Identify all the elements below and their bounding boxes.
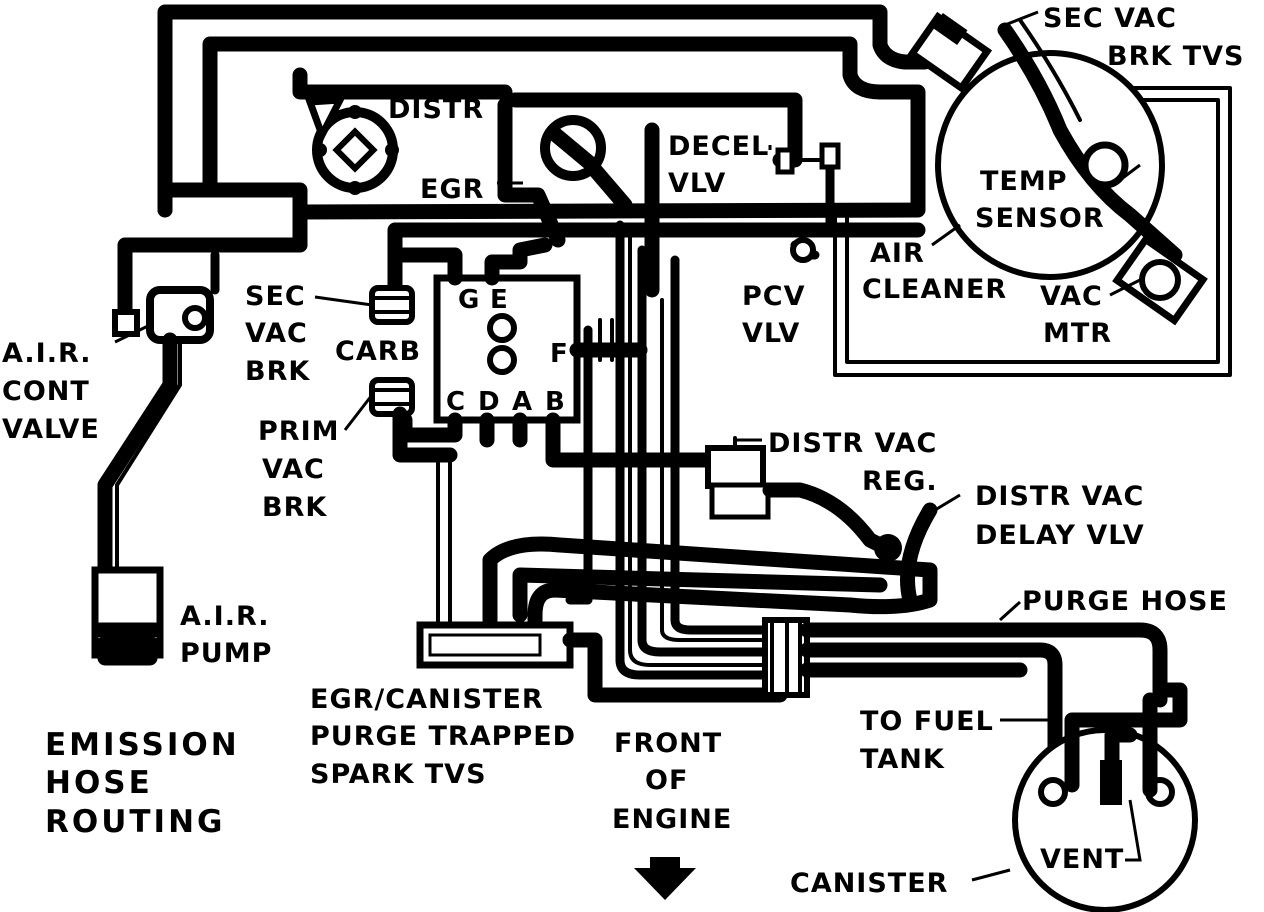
distr-label: DISTR (388, 94, 484, 125)
svg-text:MTR: MTR (1043, 318, 1112, 349)
carb-label: CARB (335, 336, 421, 367)
svg-text:A: A (512, 387, 533, 417)
air-pump-label: A.I.R. PUMP (180, 601, 272, 669)
sec-vac-brk-label: SEC VAC BRK (245, 281, 310, 387)
vac-mtr (1112, 234, 1208, 326)
leader-lines (114, 10, 1142, 882)
svg-text:C: C (446, 387, 466, 417)
svg-text:VAC: VAC (245, 318, 308, 349)
svg-text:PURGE TRAPPED: PURGE TRAPPED (310, 721, 576, 752)
svg-text:SENSOR: SENSOR (975, 203, 1105, 234)
prim-vac-brk-label: PRIM VAC BRK (258, 416, 340, 523)
egr-canister-purge-tvs (416, 458, 788, 703)
svg-text:BRK: BRK (262, 492, 327, 523)
svg-text:DISTR VAC: DISTR VAC (768, 428, 937, 459)
carb-port-labels: G E F C D A B (446, 285, 569, 417)
distr-vac-reg (705, 436, 888, 553)
canister (1012, 682, 1198, 912)
svg-text:AIR: AIR (870, 238, 925, 269)
distributor (305, 96, 399, 195)
svg-text:VAC: VAC (262, 454, 325, 485)
air-cont-valve (97, 237, 308, 578)
vent-label: VENT (1040, 844, 1124, 875)
svg-text:PUMP: PUMP (180, 638, 272, 669)
svg-text:VLV: VLV (668, 168, 726, 199)
svg-text:PCV: PCV (742, 281, 806, 312)
svg-text:CLEANER: CLEANER (862, 274, 1007, 305)
pcv-vlv-label: PCV VLV (742, 281, 806, 349)
svg-text:SEC: SEC (245, 281, 306, 312)
pcv-line (790, 237, 816, 263)
vac-mtr-label: VAC MTR (1040, 281, 1112, 349)
canister-line-block (762, 617, 1168, 788)
front-arrow-icon (634, 857, 696, 900)
svg-text:VALVE: VALVE (2, 414, 100, 445)
svg-text:OF: OF (645, 765, 688, 796)
svg-text:EMISSION: EMISSION (45, 727, 240, 763)
svg-text:A.I.R.: A.I.R. (2, 338, 92, 369)
svg-text:PRIM: PRIM (258, 416, 340, 447)
air-cont-valve-label: A.I.R. CONT VALVE (2, 338, 100, 445)
vacuum-line-bundle (565, 220, 785, 680)
svg-text:TO FUEL: TO FUEL (860, 706, 994, 737)
svg-text:ROUTING: ROUTING (45, 804, 225, 840)
svg-text:VLV: VLV (742, 318, 800, 349)
sec-vac-brk-capsule (369, 285, 415, 325)
svg-text:TEMP: TEMP (980, 166, 1068, 197)
main-purge-sweep (482, 536, 938, 638)
svg-text:SEC VAC: SEC VAC (1043, 3, 1177, 34)
svg-text:D: D (478, 387, 501, 417)
temp-sensor (1081, 141, 1129, 189)
svg-text:FRONT: FRONT (614, 728, 722, 759)
svg-text:B: B (545, 387, 566, 417)
svg-text:BRK: BRK (245, 356, 310, 387)
diagram-title: EMISSION HOSE ROUTING (45, 727, 240, 840)
svg-text:A.I.R.: A.I.R. (180, 601, 270, 632)
svg-text:DECEL: DECEL (668, 131, 769, 162)
svg-text:BRK TVS: BRK TVS (1107, 41, 1244, 72)
egr-valve (540, 115, 633, 213)
air-pump (91, 566, 164, 666)
svg-text:E: E (490, 285, 509, 315)
to-fuel-tank-label: TO FUEL TANK (860, 706, 994, 775)
svg-text:REG.: REG. (862, 466, 938, 497)
purge-hose-label: PURGE HOSE (1022, 586, 1228, 617)
air-cleaner-outline (833, 18, 1232, 377)
svg-text:G: G (458, 285, 480, 315)
svg-text:TANK: TANK (860, 744, 945, 775)
svg-text:HOSE: HOSE (45, 765, 153, 801)
canister-label: CANISTER (790, 868, 948, 899)
sec-vac-brk-tvs-label: SEC VAC BRK TVS (1043, 3, 1244, 72)
svg-text:F: F (550, 339, 569, 369)
svg-text:DELAY VLV: DELAY VLV (975, 520, 1145, 551)
svg-text:VAC: VAC (1040, 281, 1103, 312)
front-of-engine-label: FRONT OF ENGINE (612, 728, 732, 835)
air-cleaner-label: AIR CLEANER (862, 238, 1007, 305)
svg-text:CONT: CONT (2, 376, 90, 407)
svg-text:DISTR VAC: DISTR VAC (975, 481, 1144, 512)
egr-canister-label: EGR/CANISTER PURGE TRAPPED SPARK TVS (310, 684, 576, 790)
decel-valve (775, 142, 841, 175)
top-hose-loop (157, 4, 933, 298)
distr-vac-reg-label: DISTR VAC REG. (768, 428, 938, 497)
distr-vac-delay-vlv-label: DISTR VAC DELAY VLV (975, 481, 1145, 551)
svg-text:SPARK TVS: SPARK TVS (310, 759, 487, 790)
decel-vlv-label: DECEL VLV (668, 131, 769, 199)
temp-sensor-label: TEMP SENSOR (975, 166, 1105, 234)
sec-vac-brk-tvs-fitting (907, 11, 993, 93)
svg-text:ENGINE: ENGINE (612, 804, 732, 835)
egr-label: EGR (420, 174, 484, 205)
svg-text:EGR/CANISTER: EGR/CANISTER (310, 684, 544, 715)
distr-vac-delay-vlv (874, 502, 938, 608)
